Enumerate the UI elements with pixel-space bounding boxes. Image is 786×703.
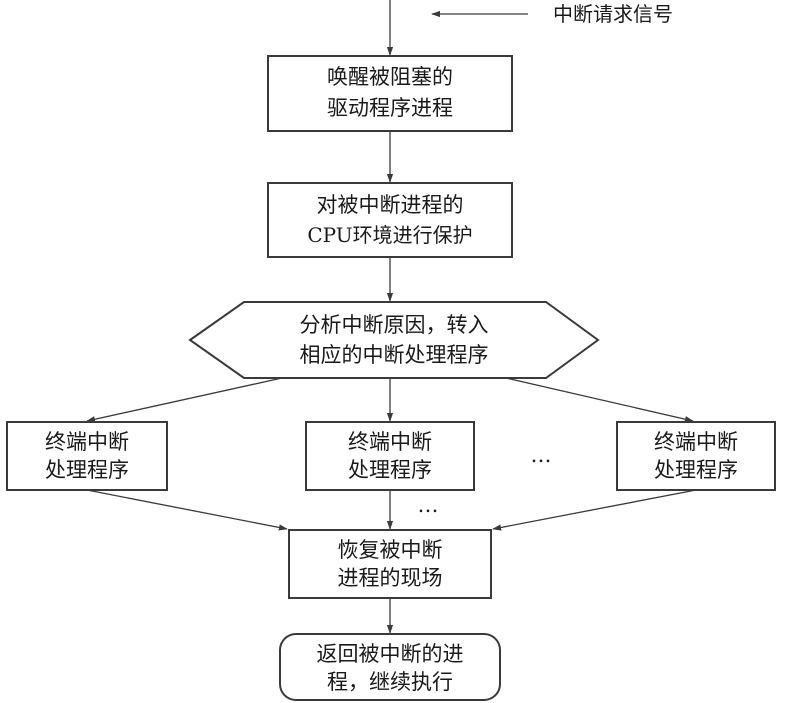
node-protect-line-1: 对被中断进程的 xyxy=(317,193,464,217)
node-analyze-hexagon xyxy=(188,301,600,379)
node-analyze-line-2: 相应的中断处理程序 xyxy=(300,343,489,367)
node-return-line-1: 返回被中断的进 xyxy=(317,642,464,666)
node-handler-3-box xyxy=(616,421,776,491)
signal-label: 中断请求信号 xyxy=(553,2,673,26)
node-analyze-line-1: 分析中断原因，转入 xyxy=(300,313,489,337)
edge-handler-3-restore xyxy=(492,489,697,531)
ellipsis-between-handlers: … xyxy=(531,443,552,467)
node-protect-line-2: CPU环境进行保护 xyxy=(307,223,472,247)
ellipsis-under-handler: … xyxy=(418,493,439,517)
node-handler-3-line-1: 终端中断 xyxy=(654,430,738,454)
node-wake-box xyxy=(267,55,513,132)
node-handler-2-line-1: 终端中断 xyxy=(348,430,432,454)
node-protect-box xyxy=(267,182,513,258)
edge-analyze-handler-1 xyxy=(86,377,283,423)
node-wake-line-1: 唤醒被阻塞的 xyxy=(327,65,453,89)
node-restore-line-2: 进程的现场 xyxy=(338,566,443,590)
node-restore-line-1: 恢复被中断 xyxy=(338,538,443,562)
node-return-line-2: 程，继续执行 xyxy=(327,670,453,694)
node-handler-1-line-2: 处理程序 xyxy=(45,458,129,482)
node-restore-box xyxy=(288,529,492,599)
node-return-box xyxy=(279,633,501,701)
node-handler-2-line-2: 处理程序 xyxy=(348,458,432,482)
edge-analyze-handler-3 xyxy=(505,377,694,423)
node-handler-3-line-2: 处理程序 xyxy=(654,458,738,482)
edge-handler-1-restore xyxy=(86,489,288,531)
node-wake-line-2: 驱动程序进程 xyxy=(327,96,453,120)
node-handler-1-line-1: 终端中断 xyxy=(45,430,129,454)
node-handler-1-box xyxy=(6,421,168,491)
